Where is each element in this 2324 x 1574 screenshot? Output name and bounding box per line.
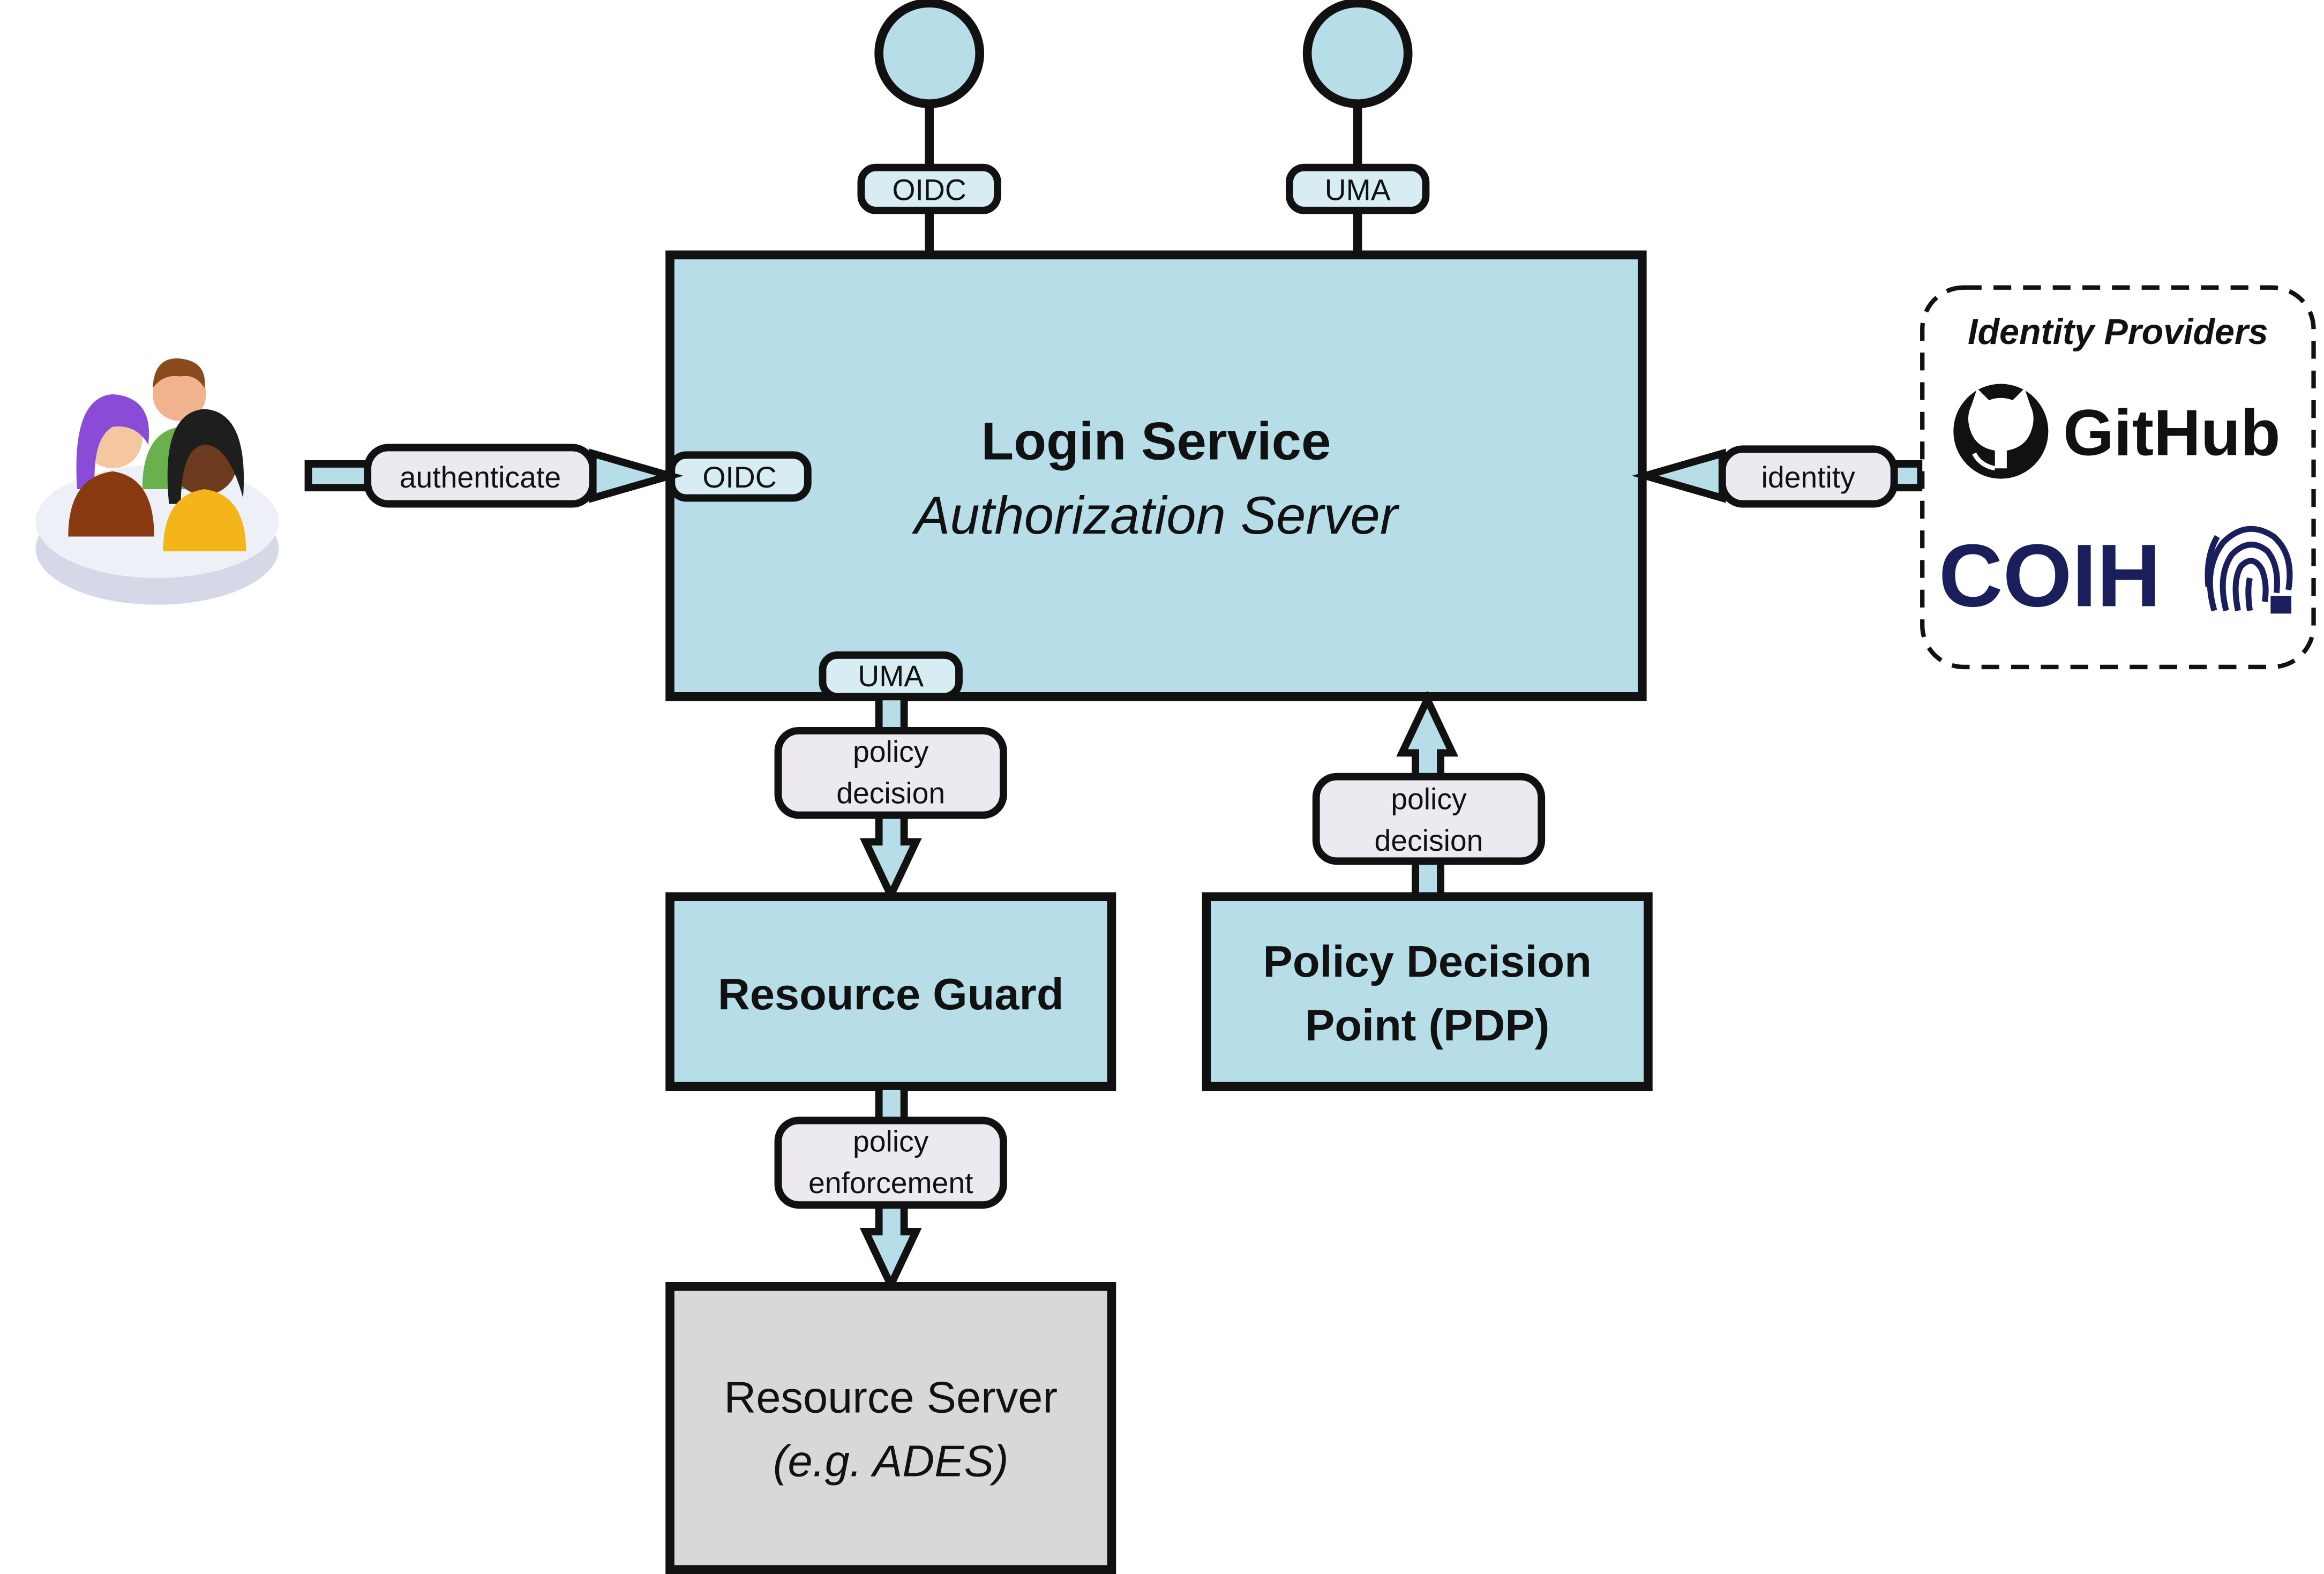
uma-bottom-interface: UMA	[819, 651, 963, 701]
policy-decision-left-line2: decision	[836, 776, 945, 810]
login-service-box: Login Service Authorization Server	[665, 250, 1647, 701]
policy-enforcement-arrow: policy enforcement	[774, 1082, 1007, 1294]
resource-guard-title: Resource Guard	[718, 969, 1064, 1019]
oidc-endpoint: OIDC	[857, 0, 1001, 257]
resource-server-subtitle: (e.g. ADES)	[773, 1436, 1009, 1486]
authenticate-label: authenticate	[400, 461, 561, 494]
github-octocat-icon	[1953, 384, 2049, 479]
resource-server-title: Resource Server	[724, 1372, 1058, 1422]
policy-decision-down-arrow: policy decision	[774, 693, 1007, 904]
pdp-title-line1: Policy Decision	[1263, 936, 1592, 986]
github-wordmark: GitHub	[2063, 396, 2281, 469]
uma-bottom-label: UMA	[858, 659, 924, 693]
identity-providers-box: Identity Providers GitHub COIH	[1920, 285, 2316, 670]
fingerprint-lock-icon	[2205, 526, 2293, 614]
users-group-icon	[35, 358, 279, 605]
resource-server-box: Resource Server (e.g. ADES)	[665, 1282, 1116, 1574]
uma-endpoint: UMA	[1286, 0, 1430, 257]
oidc-top-label: OIDC	[893, 173, 966, 206]
pdp-title-line2: Point (PDP)	[1305, 1000, 1549, 1050]
login-service-subtitle: Authorization Server	[912, 486, 1400, 545]
policy-decision-up-arrow: policy decision	[1312, 691, 1546, 902]
policy-enforcement-line1: policy	[853, 1125, 929, 1158]
coih-wordmark: COIH	[1939, 526, 2161, 625]
login-service-title: Login Service	[981, 412, 1331, 471]
uma-top-label: UMA	[1325, 173, 1391, 206]
policy-decision-left-line1: policy	[853, 735, 929, 768]
policy-decision-right-line1: policy	[1391, 782, 1467, 815]
identity-providers-title: Identity Providers	[1968, 312, 2268, 352]
identity-arrow: identity	[1631, 445, 1925, 508]
identity-label: identity	[1761, 461, 1856, 494]
policy-enforcement-line2: enforcement	[808, 1166, 973, 1200]
pdp-box: Policy Decision Point (PDP)	[1202, 892, 1653, 1091]
oidc-left-interface: OIDC	[668, 451, 812, 502]
oidc-left-label: OIDC	[702, 461, 776, 494]
resource-guard-box: Resource Guard	[665, 892, 1116, 1091]
authenticate-arrow: authenticate	[304, 444, 684, 508]
policy-decision-right-line2: decision	[1374, 824, 1483, 857]
